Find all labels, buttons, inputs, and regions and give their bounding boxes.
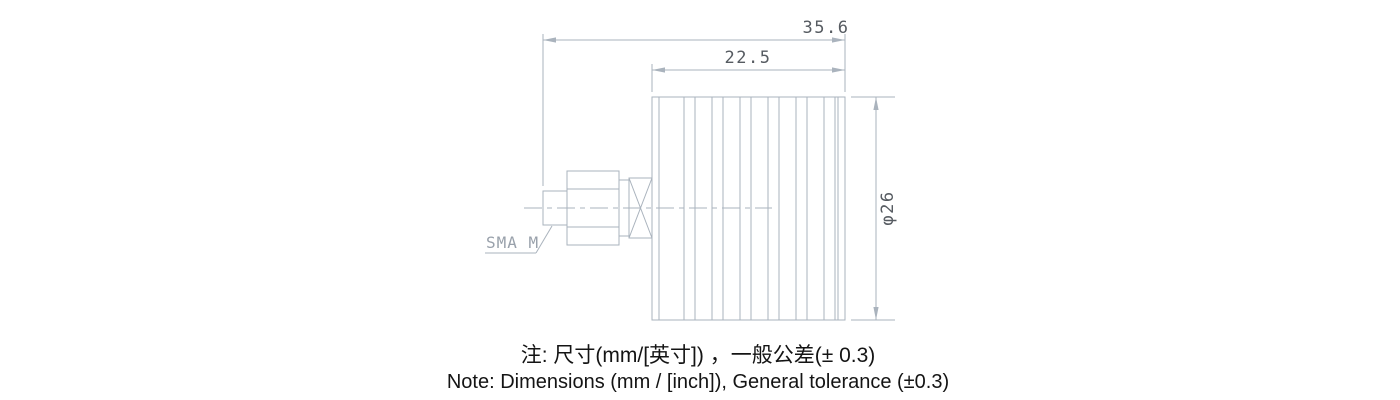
- dimension-overall-length: 35.6: [542, 18, 850, 186]
- leader-line: [535, 225, 553, 254]
- dimension-text-diameter: φ26: [878, 190, 898, 225]
- heatsink-fin: [683, 96, 696, 321]
- arrowhead: [543, 37, 556, 43]
- note-english: Note: Dimensions (mm / [inch]), General …: [447, 371, 949, 393]
- sma-connector: [542, 170, 653, 246]
- heatsink-fin: [711, 96, 724, 321]
- dimension-diameter: φ26: [851, 96, 898, 321]
- heatsink-fin: [767, 96, 780, 321]
- dimension-text-overall-length: 35.6: [803, 18, 850, 38]
- arrowhead: [652, 67, 665, 73]
- connector-label: SMA M: [485, 225, 553, 254]
- connector-label-text: SMA M: [486, 233, 539, 252]
- heatsink-body: [651, 96, 846, 321]
- dimension-text-body-length: 22.5: [725, 48, 772, 68]
- square-section-diagonal: [628, 177, 653, 239]
- arrowhead: [873, 307, 879, 320]
- arrowhead: [873, 97, 879, 110]
- note-chinese: 注: 尺寸(mm/[英寸]) ，一般公差(± 0.3): [521, 344, 876, 367]
- heatsink-fin: [739, 96, 752, 321]
- arrowhead: [832, 67, 845, 73]
- dimension-body-length: 22.5: [651, 48, 845, 92]
- heatsink-fin: [823, 96, 836, 321]
- arrowhead: [832, 37, 845, 43]
- heatsink-fin: [795, 96, 808, 321]
